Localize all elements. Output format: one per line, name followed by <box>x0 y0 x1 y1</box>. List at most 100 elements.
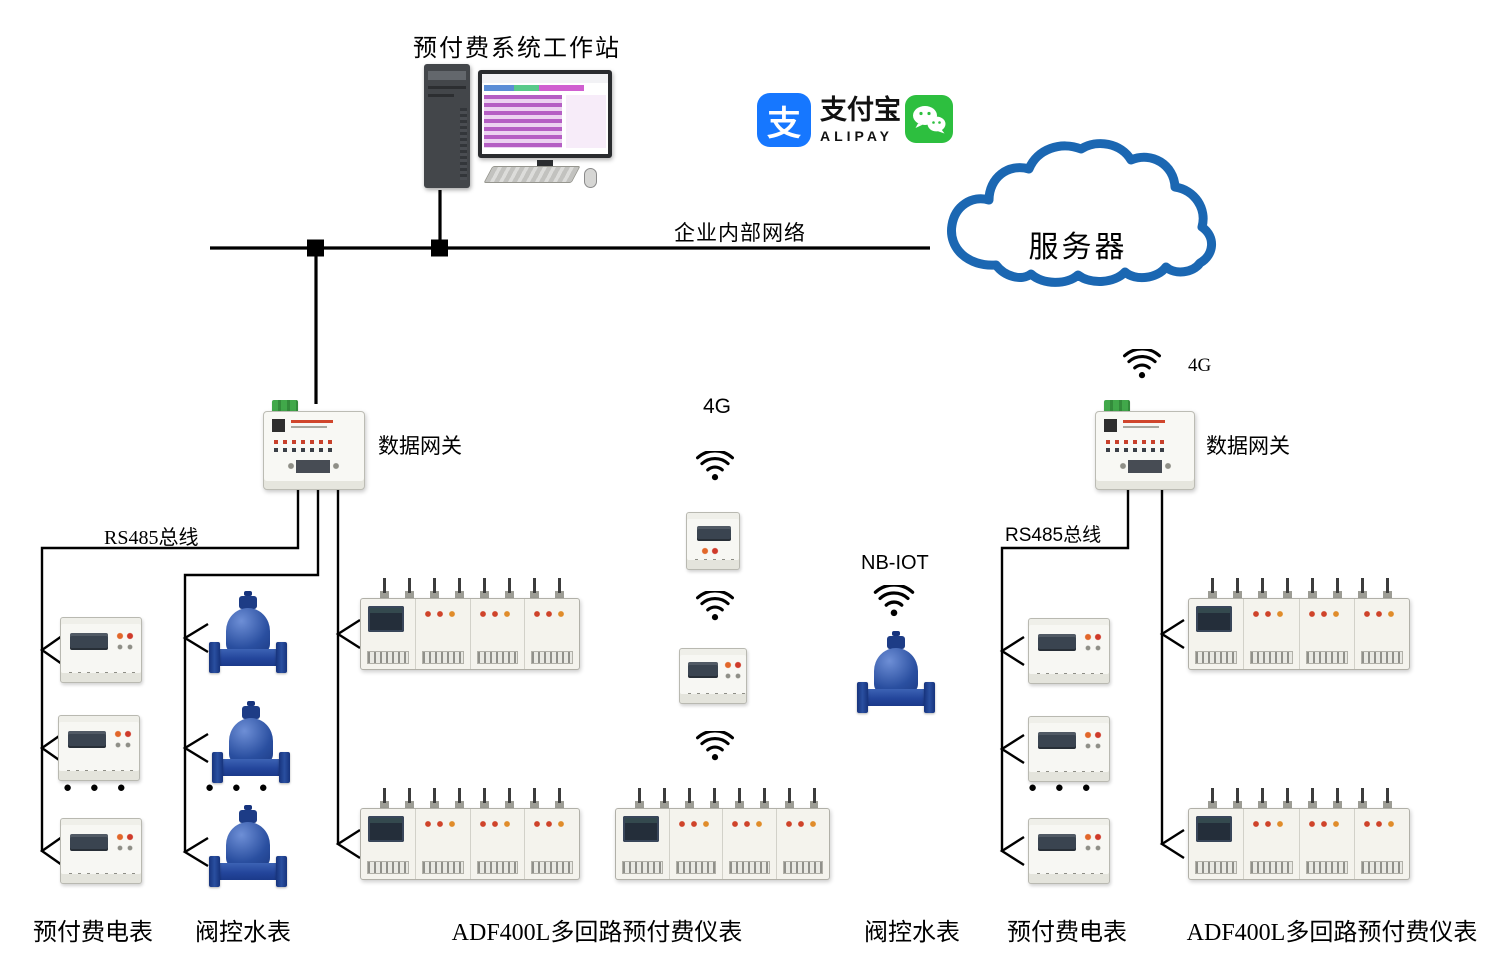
electric-meter <box>58 715 140 781</box>
adf-body <box>360 808 580 880</box>
adf-module <box>775 809 830 879</box>
adf-display-module <box>616 809 669 879</box>
gateway-right-label: 数据网关 <box>1206 434 1290 458</box>
adf-module <box>1298 599 1354 669</box>
adf-cables <box>1200 578 1398 599</box>
alipay-name: 支付宝 <box>820 95 901 125</box>
water-meter <box>209 806 287 898</box>
gateway-left-label: 数据网关 <box>378 434 462 458</box>
water-meter-pipe <box>214 863 282 880</box>
water-meter-flange <box>209 642 220 673</box>
alipay-badge-icon: 支 <box>757 93 811 147</box>
workstation <box>418 60 618 192</box>
cloud-icon <box>947 139 1216 287</box>
adf-body <box>615 808 830 880</box>
rs485-left-label: RS485总线 <box>104 527 199 549</box>
workstation-title: 预付费系统工作站 <box>413 36 621 62</box>
right-4g-label: 4G <box>1188 355 1212 376</box>
wechat-icon-graphic <box>905 95 953 143</box>
left-electric-meter-bus <box>39 487 300 866</box>
water-meter-pipe <box>217 759 285 776</box>
network-label: 企业内部网络 <box>674 221 806 245</box>
water-meter-flange <box>279 752 290 783</box>
server-cloud <box>926 134 1226 301</box>
wifi-icon <box>695 729 735 767</box>
bottom-label-water-mid: 阀控水表 <box>864 920 960 946</box>
adf400l-meter <box>1188 578 1410 670</box>
water-meter <box>209 592 287 684</box>
ellipsis-dots: ● ● ● <box>63 780 133 796</box>
server-label: 服务器 <box>1028 231 1128 264</box>
left-water-meter-bus <box>182 487 320 868</box>
adf-display-module <box>1189 599 1243 669</box>
water-meter-flange <box>209 856 220 887</box>
bottom-label-adf-right: ADF400L多回路预付费仪表 <box>1186 920 1478 946</box>
adf-module <box>1243 599 1298 669</box>
adf-display-module <box>361 809 415 879</box>
ellipsis-dots: ● ● ● <box>205 780 275 796</box>
rs485-right-label: RS485总线 <box>1005 525 1102 546</box>
gateway-terminal-block <box>1104 400 1130 413</box>
bottom-label-water-left: 阀控水表 <box>195 920 291 946</box>
right-electric-meter-bus <box>999 487 1130 867</box>
bottom-label-electric-left: 预付费电表 <box>33 920 153 946</box>
adf-module <box>1353 809 1409 879</box>
adf-module <box>722 809 776 879</box>
adf400l-meter <box>1188 788 1410 880</box>
electric-meter <box>679 648 747 704</box>
wechat-icon <box>905 95 953 143</box>
bottom-label-electric-right: 预付费电表 <box>1007 920 1127 946</box>
right-adf-bus <box>1159 487 1185 860</box>
adf400l-meter <box>360 578 580 670</box>
water-meter-cap <box>887 636 905 649</box>
water-meter-body <box>226 608 270 654</box>
electric-meter <box>60 617 142 683</box>
adf-display-module <box>361 599 415 669</box>
water-meter-pipe <box>862 689 930 706</box>
gateway-terminal-block <box>272 400 298 413</box>
adf-cables <box>627 788 818 809</box>
electric-meter <box>686 512 740 570</box>
water-meter-cap <box>242 706 260 719</box>
water-meter-body <box>874 648 918 694</box>
adf-body <box>360 598 580 670</box>
adf-body <box>1188 808 1410 880</box>
wifi-icon <box>695 449 735 487</box>
keyboard <box>483 166 581 183</box>
mouse <box>584 168 597 188</box>
water-meter-pipe <box>214 649 282 666</box>
nbiot-label: NB-IOT <box>861 552 929 574</box>
nbiot-signal-icon <box>872 583 916 623</box>
monitor-screen <box>482 74 608 154</box>
adf-module <box>524 599 579 669</box>
electric-meter <box>1028 618 1110 684</box>
water-meter-flange <box>857 682 868 713</box>
adf-module <box>1353 599 1409 669</box>
adf-module <box>469 599 525 669</box>
adf-module <box>668 809 723 879</box>
junction-square <box>307 239 324 257</box>
adf-body <box>1188 598 1410 670</box>
adf-module <box>524 809 579 879</box>
monitor <box>478 70 612 158</box>
alipay-text: 支付宝 ALIPAY <box>820 93 901 144</box>
enterprise-network-line <box>210 190 930 404</box>
water-meter-flange <box>924 682 935 713</box>
adf-module <box>469 809 525 879</box>
water-meter-flange <box>212 752 223 783</box>
alipay-sub: ALIPAY <box>820 127 894 144</box>
adf-module <box>1243 809 1298 879</box>
4g-signal-icon <box>1122 347 1162 385</box>
adf-cables <box>1200 788 1398 809</box>
water-meter-body <box>229 718 273 764</box>
adf-cables <box>372 578 568 599</box>
wifi-icon <box>695 589 735 627</box>
bottom-label-adf-left: ADF400L多回路预付费仪表 <box>451 920 743 946</box>
gateway-body <box>263 411 365 490</box>
ellipsis-dots: ● ● ● <box>1028 780 1098 796</box>
water-meter-flange <box>276 856 287 887</box>
water-meter-cap <box>239 596 257 609</box>
electric-meter <box>60 818 142 884</box>
